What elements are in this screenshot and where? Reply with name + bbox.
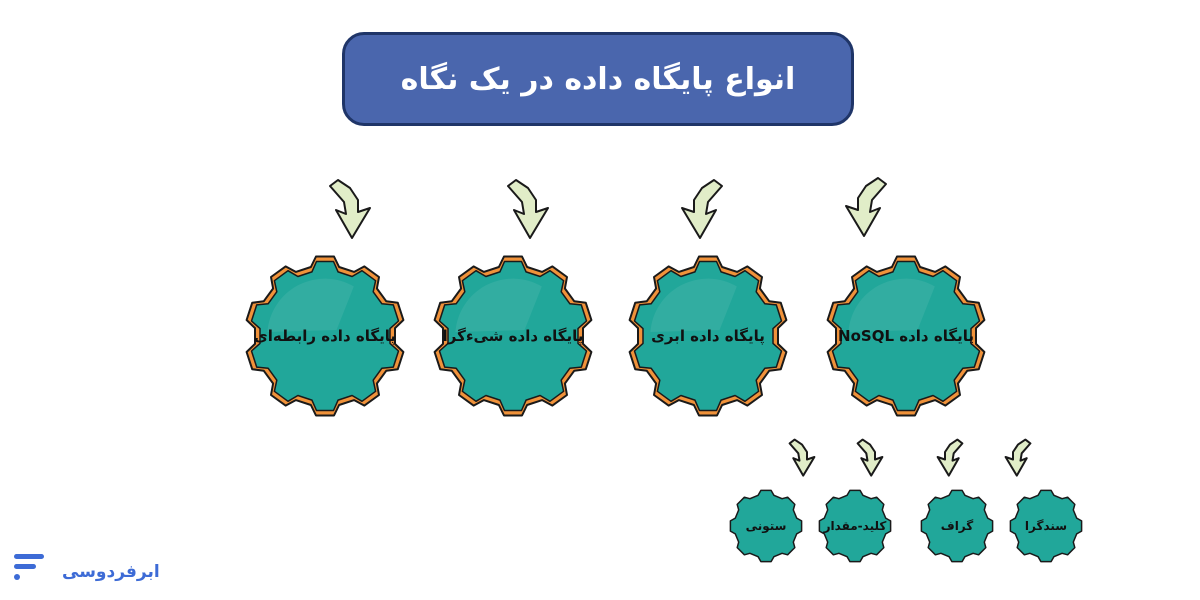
gear-key-value: [818, 489, 892, 563]
nodes-layer: [245, 255, 1083, 563]
arrow-to-document: [1004, 438, 1032, 477]
gear-relational: [245, 255, 405, 417]
gear-graph: [920, 489, 994, 563]
diagram-title: انواع پایگاه داده در یک نگاه: [400, 61, 796, 97]
brand-logo: ابرفردوسی: [14, 550, 160, 590]
logo-icon: [14, 554, 44, 580]
arrow-to-key-value: [856, 438, 884, 477]
arrow-to-object: [507, 179, 549, 239]
gear-cloud: [628, 255, 788, 417]
logo-text: ابرفردوسی: [62, 562, 160, 582]
gear-object: [433, 255, 593, 417]
arrow-to-columnar: [788, 438, 816, 477]
node-label-relational: پایگاه داده رابطه‌ای: [254, 327, 396, 345]
gear-columnar: [729, 489, 803, 563]
node-label-object: پایگاه داده شیءگرا: [442, 327, 584, 345]
node-label-cloud: پایگاه داده ابری: [651, 327, 765, 345]
subnode-label-key-value: کلید-مقدار: [823, 519, 887, 533]
arrow-to-graph: [936, 438, 964, 477]
arrow-to-nosql: [845, 177, 887, 237]
node-label-nosql: پایگاه داده NoSQL: [838, 327, 974, 345]
title-box: انواع پایگاه داده در یک نگاه: [342, 32, 854, 126]
arrows-layer: [329, 177, 1032, 477]
arrow-to-cloud: [681, 179, 723, 239]
gear-document: [1009, 489, 1083, 563]
gear-nosql: [826, 255, 986, 417]
subnode-label-columnar: ستونی: [745, 519, 787, 533]
subnode-label-document: سندگرا: [1024, 519, 1068, 533]
subnode-label-graph: گراف: [940, 519, 974, 533]
arrow-to-relational: [329, 179, 371, 239]
